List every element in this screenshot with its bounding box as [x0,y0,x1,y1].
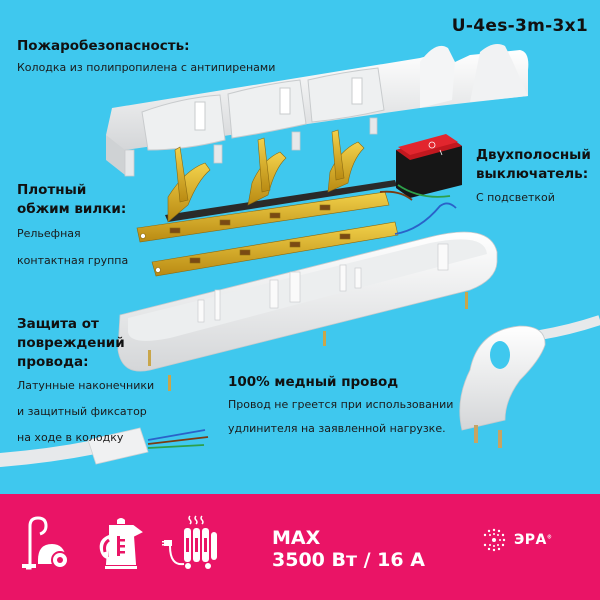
feature-title: Двухполосный [476,147,591,163]
feature-title: выключатель: [476,166,589,182]
feature-text: Рельефная [17,227,81,240]
feature-text: удлинителя на заявленной нагрузке. [228,422,446,435]
feature-text: Провод не греется при использовании [228,398,454,411]
feature-title: Плотный [17,182,87,198]
illuminated-switch [379,134,462,235]
feature-switch: Двухполосный выключатель: С подсветкой [476,146,591,208]
feature-title: Пожаробезопасность: [17,38,190,54]
feature-text: и защитный фиксатор [17,405,147,418]
feature-copper-wire: 100% медный провод Провод не греется при… [228,373,453,440]
era-sun-logo-icon [483,528,506,552]
feature-title: повреждений [17,335,125,351]
feature-text: Латунные наконечники [17,379,155,392]
max-label: MAX [272,527,321,549]
brand-logo: ЭРА® [480,526,552,554]
brass-contact-group-top [165,129,397,223]
bottom-housing [117,231,498,391]
footer-band: MAX 3500 Вт / 16 А ЭРА® [0,494,600,600]
angled-plug [459,315,600,448]
vacuum-cleaner-icon [22,516,69,570]
oil-radiator-icon [162,515,217,569]
feature-text: на ходе в колодку [17,431,124,444]
feature-plug-crimp: Плотный обжим вилки: Рельефная контактна… [17,181,128,273]
feature-wire-protection: Защита от повреждений провода: Латунные … [17,315,154,450]
feature-title: Защита от [17,316,99,332]
brand-name: ЭРА® [514,532,553,548]
feature-title: обжим вилки: [17,201,127,217]
feature-fire-safety: Пожаробезопасность: Колодка из полипропи… [17,37,275,78]
feature-title: провода: [17,354,89,370]
max-value: 3500 Вт / 16 А [272,549,425,571]
feature-text: С подсветкой [476,191,555,204]
kettle-icon [99,518,143,569]
feature-title: 100% медный провод [228,374,399,390]
feature-text: Колодка из полипропилена с антипиренами [17,61,276,74]
feature-text: контактная группа [17,254,129,267]
brass-strips [136,191,399,277]
model-number: U-4es-3m-3x1 [451,16,588,36]
max-power-rating: MAX 3500 Вт / 16 А [272,527,425,571]
